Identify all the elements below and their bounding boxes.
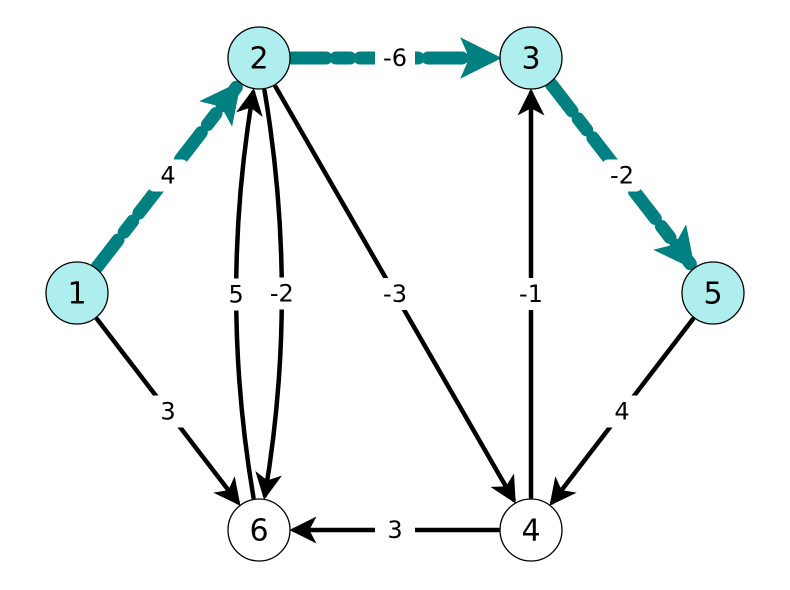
node-6: 6 bbox=[227, 498, 291, 562]
node-2: 2 bbox=[227, 26, 291, 90]
edge-weight-label: 3 bbox=[160, 398, 175, 426]
edge-label-background bbox=[261, 277, 302, 310]
node-circle bbox=[681, 261, 745, 325]
node-circle bbox=[227, 498, 291, 562]
node-label: 1 bbox=[67, 277, 86, 312]
edge-1-2: 4 bbox=[90, 80, 243, 274]
nodes-layer: 1 2 3 4 5 6 bbox=[45, 26, 745, 562]
edge-label-background bbox=[375, 42, 415, 74]
node-3: 3 bbox=[499, 26, 563, 90]
edge-3-5: -2 bbox=[544, 77, 697, 271]
edge-label-background bbox=[511, 278, 551, 310]
edge-label-background bbox=[375, 278, 415, 310]
node-circle bbox=[45, 261, 109, 325]
edge-weight-label: 4 bbox=[160, 162, 175, 190]
node-5: 5 bbox=[681, 261, 745, 325]
edge-label-background bbox=[216, 278, 257, 311]
node-label: 6 bbox=[249, 514, 268, 549]
edge-4-3: -1 bbox=[511, 88, 551, 500]
edge-2-6: -2 bbox=[255, 88, 302, 500]
node-1: 1 bbox=[45, 261, 109, 325]
edge-weight-label: 4 bbox=[614, 398, 629, 426]
node-circle bbox=[499, 26, 563, 90]
node-circle bbox=[227, 26, 291, 90]
edge-label-background bbox=[375, 514, 415, 546]
node-label: 4 bbox=[521, 514, 540, 549]
edge-1-6: 3 bbox=[94, 316, 241, 506]
edge-weight-label: -6 bbox=[383, 44, 407, 72]
edge-label-background bbox=[602, 395, 642, 428]
edge-2-3: -6 bbox=[285, 37, 502, 79]
edge-weight-label: -1 bbox=[519, 280, 543, 308]
node-circle bbox=[499, 498, 563, 562]
edge-weight-label: -3 bbox=[383, 280, 407, 308]
edge-weight-label: -2 bbox=[270, 280, 294, 308]
edge-label-background bbox=[602, 159, 642, 192]
edge-label-background bbox=[148, 159, 188, 192]
edge-weight-label: 3 bbox=[387, 516, 402, 544]
edge-5-4: 4 bbox=[549, 316, 696, 506]
edge-4-6: 3 bbox=[289, 514, 501, 546]
edges-layer: 4 -6 -2 3 -2 5 -3 -1 4 3 bbox=[90, 37, 697, 546]
edge-label-background bbox=[148, 395, 188, 428]
node-label: 3 bbox=[521, 42, 540, 77]
node-label: 2 bbox=[249, 42, 268, 77]
node-label: 5 bbox=[703, 277, 722, 312]
edge-weight-label: 5 bbox=[229, 280, 244, 308]
edge-weight-label: -2 bbox=[610, 162, 634, 190]
node-4: 4 bbox=[499, 498, 563, 562]
edge-6-2: 5 bbox=[216, 88, 263, 500]
edge-2-4: -3 bbox=[273, 84, 516, 504]
